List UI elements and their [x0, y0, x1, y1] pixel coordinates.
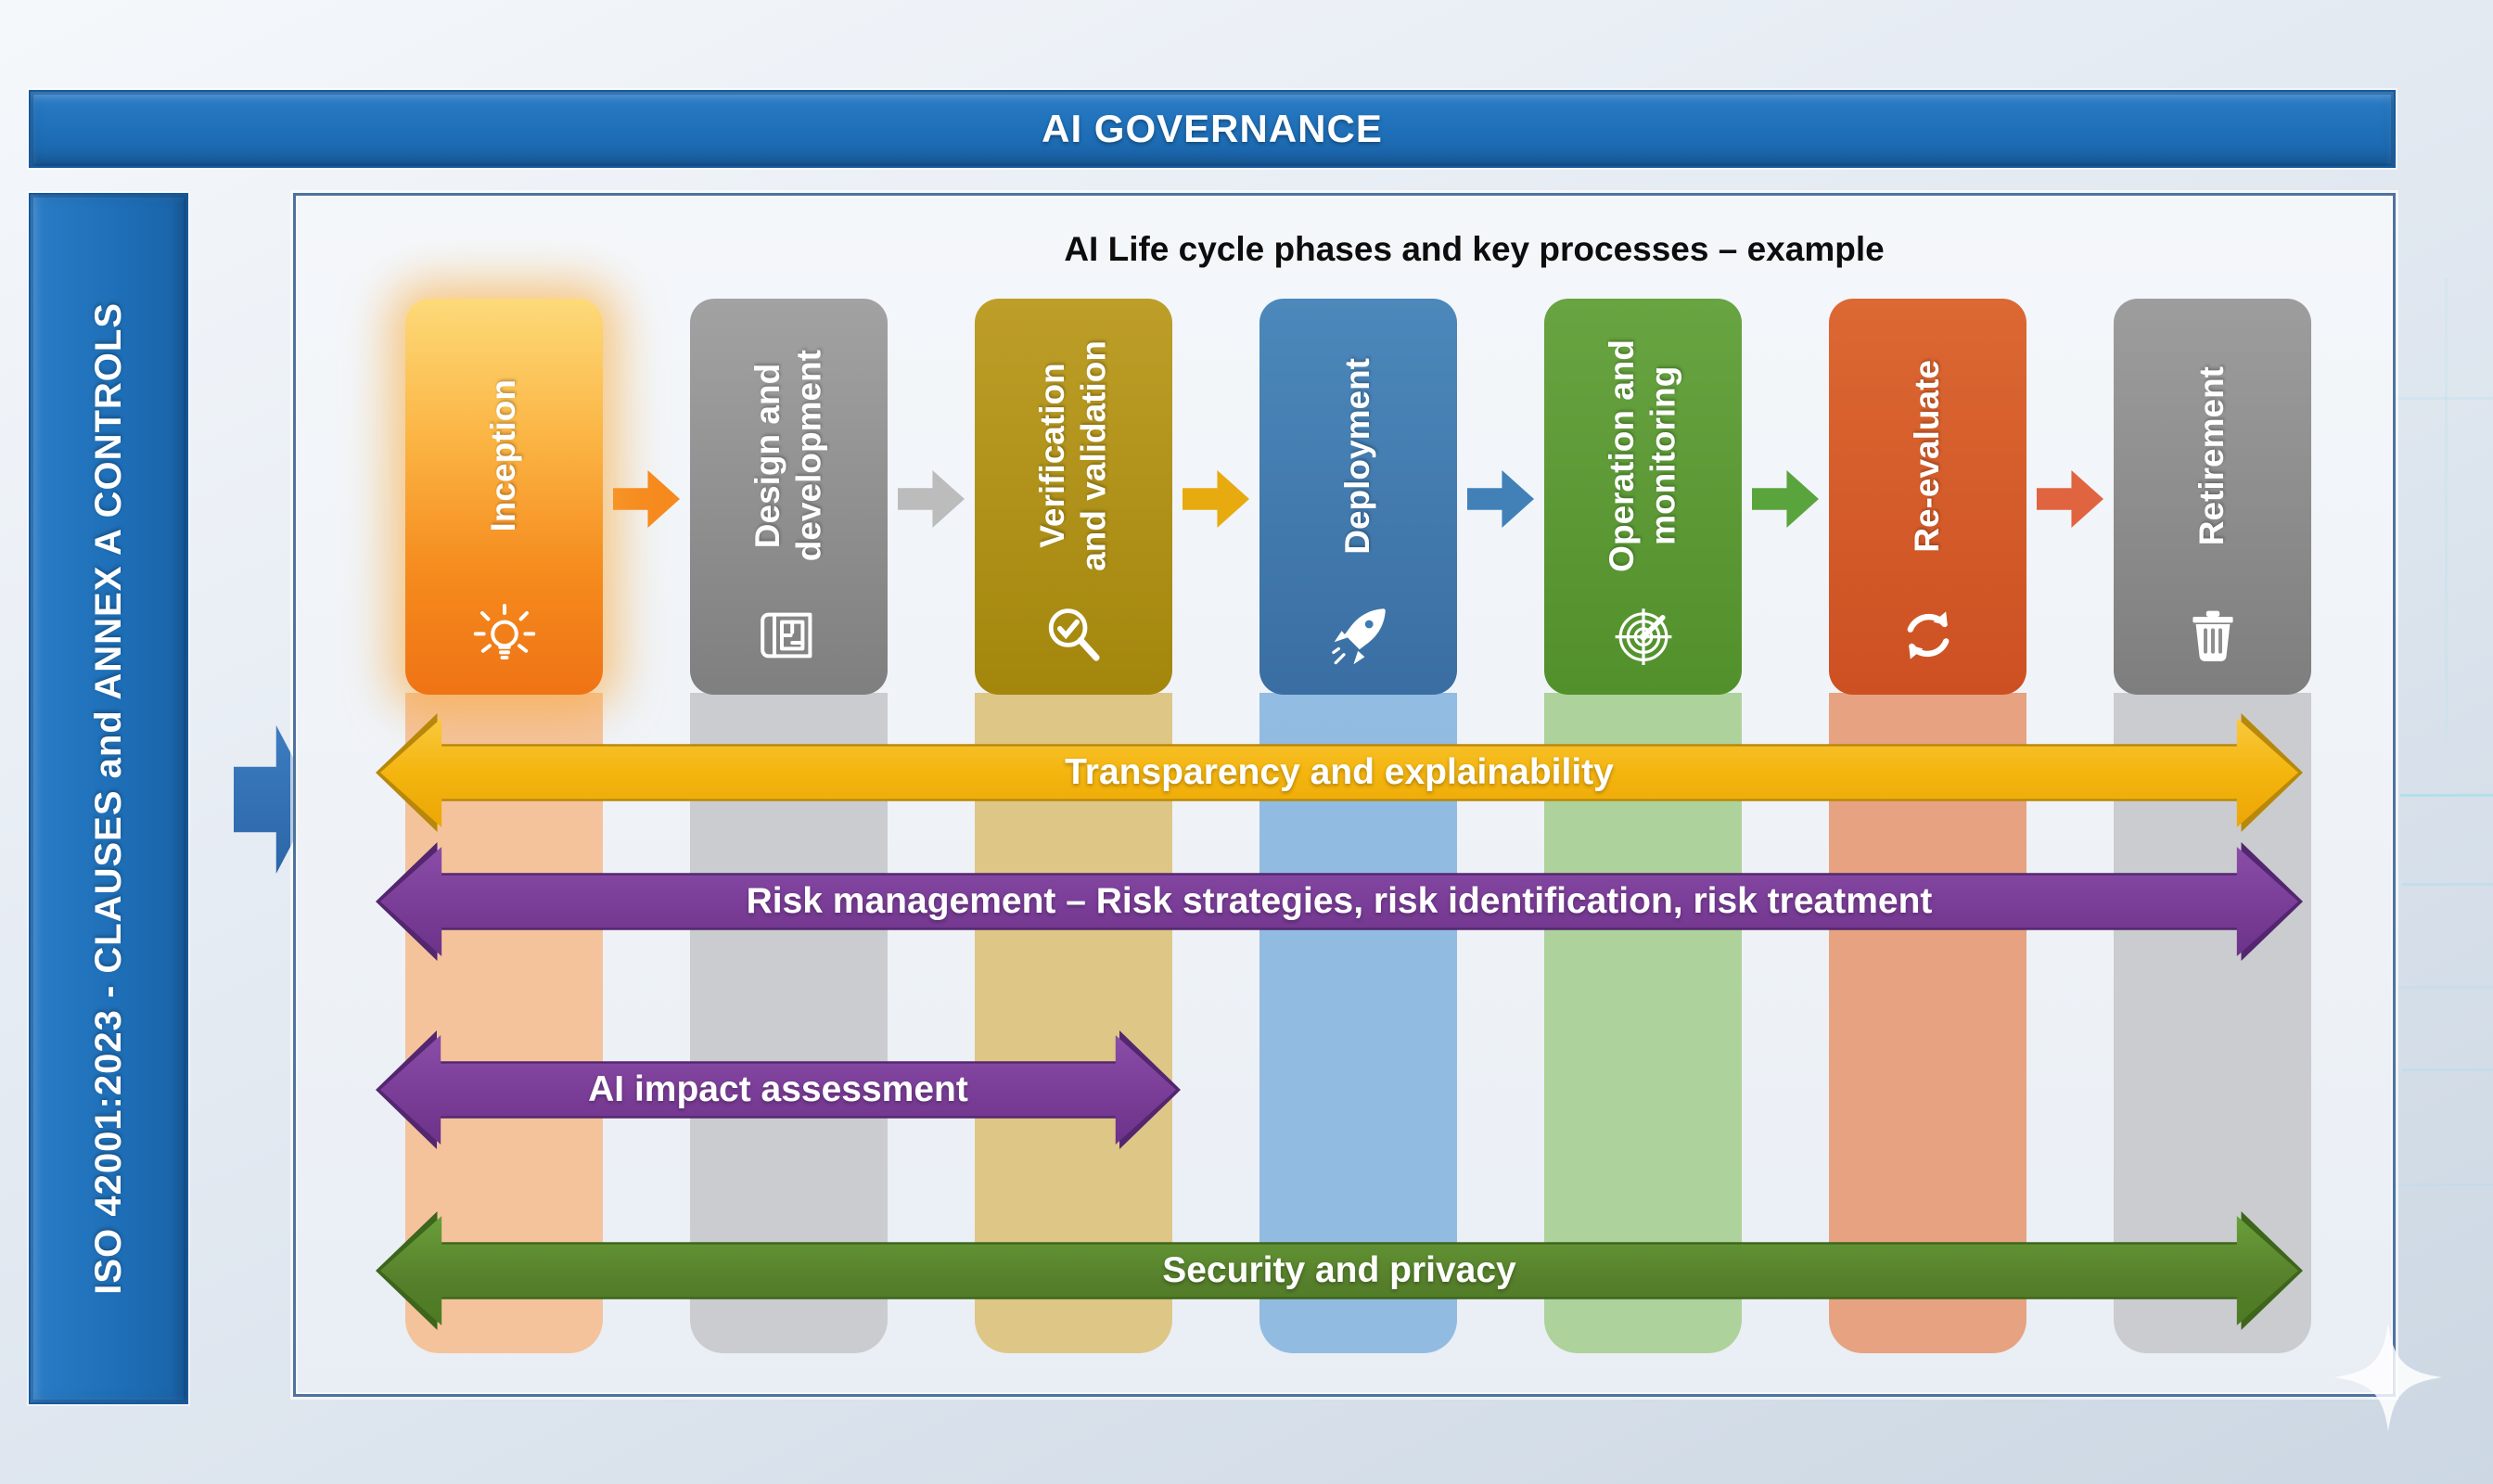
connector-arrow-icon-6 [2037, 470, 2103, 528]
blueprint-icon [760, 612, 812, 659]
connector-arrow-icon-2 [898, 470, 965, 528]
phase-verification-label: Verification and validation [1033, 340, 1113, 571]
ai-impact-label: AI impact assessment [588, 1069, 968, 1109]
connector-arrow-icon-5 [1752, 470, 1819, 528]
ai-governance-banner: AI GOVERNANCE [29, 90, 2396, 168]
process-arrow-ai-impact: AI impact assessment [376, 1030, 1181, 1149]
connector-arrow-icon-3 [1183, 470, 1249, 528]
process-arrow-security-privacy: Security and privacy [376, 1211, 2303, 1330]
iso-42001-label: ISO 42001:2023 - CLAUSES and ANNEX A CON… [87, 302, 129, 1295]
iso-42001-banner: ISO 42001:2023 - CLAUSES and ANNEX A CON… [29, 193, 188, 1404]
phase-reevaluate: Re-evaluate [1829, 299, 2026, 695]
phase-operation-monitoring: Operation and monitoring [1544, 299, 1742, 695]
security-privacy-label: Security and privacy [1162, 1250, 1516, 1290]
ai-governance-title: AI GOVERNANCE [1042, 107, 1383, 150]
lightbulb-icon [473, 604, 535, 659]
process-arrow-risk-management: Risk management – Risk strategies, risk … [376, 842, 2303, 961]
phase-deployment-label: Deployment [1338, 357, 1377, 555]
phase-reevaluate-label: Re-evaluate [1908, 359, 1947, 553]
trash-icon [2192, 610, 2233, 662]
risk-management-label: Risk management – Risk strategies, risk … [746, 881, 1933, 921]
lifecycle-panel: AI Life cycle phases and key processes –… [293, 193, 2396, 1397]
connector-arrow-icon-1 [613, 470, 680, 528]
refresh-icon [1907, 611, 1949, 659]
connector-arrow-icon-4 [1467, 470, 1534, 528]
rocket-icon [1331, 608, 1386, 665]
phase-inception-label: Inception [484, 379, 523, 532]
phase-inception: Inception [405, 299, 603, 695]
phase-operation-label: Operation and monitoring [1603, 339, 1682, 572]
panel-title: AI Life cycle phases and key processes –… [1064, 229, 1885, 268]
phase-deployment: Deployment [1259, 299, 1457, 695]
phase-design-label: Design and development [748, 350, 828, 562]
magnifier-check-icon [1048, 608, 1100, 661]
process-arrow-transparency: Transparency and explainability [376, 713, 2303, 832]
phase-retirement: Retirement [2114, 299, 2311, 695]
sparkle-icon [2334, 1324, 2442, 1431]
phase-retirement-label: Retirement [2193, 365, 2231, 546]
phase-verification-validation: Verification and validation [975, 299, 1172, 695]
radar-icon [1615, 608, 1671, 665]
phase-design-development: Design and development [690, 299, 888, 695]
transparency-label: Transparency and explainability [1065, 752, 1614, 792]
